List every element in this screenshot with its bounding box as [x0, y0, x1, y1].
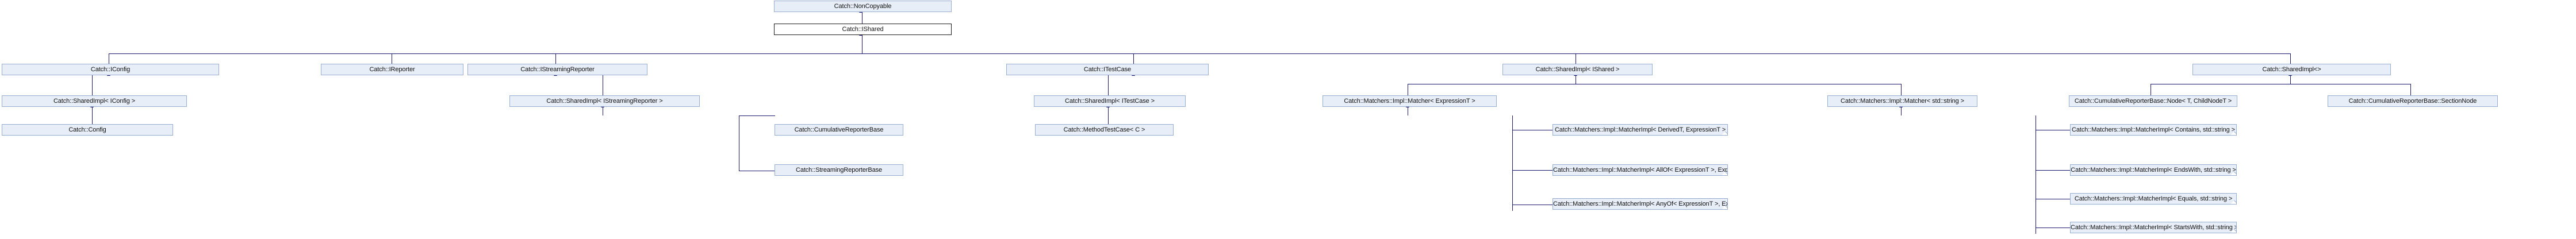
class-node[interactable]: Catch::CumulativeReporterBase [775, 124, 903, 136]
edge-vertical-24 [1512, 115, 1513, 211]
class-node[interactable]: Catch::SharedImpl<> [2192, 64, 2391, 75]
class-node[interactable]: Catch::IReporter [321, 64, 463, 75]
class-node[interactable]: Catch::CumulativeReporterBase::SectionNo… [2328, 95, 2498, 107]
class-node[interactable]: Catch::SharedImpl< ITestCase > [1034, 95, 1186, 107]
class-node[interactable]: Catch::Matchers::Impl::MatcherImpl< Deri… [1552, 124, 1728, 136]
edge-horizontal-9 [1512, 170, 1553, 171]
edge-vertical-22 [1901, 107, 1902, 115]
edge-vertical-7 [1575, 53, 1576, 64]
class-node[interactable]: Catch::IShared [774, 24, 952, 35]
edge-vertical-14 [1901, 84, 1902, 95]
edge-vertical-25 [2035, 115, 2036, 234]
edge-vertical-9 [92, 75, 93, 95]
edge-vertical-6 [1133, 53, 1134, 64]
edge-horizontal-12 [2035, 170, 2071, 171]
class-node[interactable]: Catch::IConfig [2, 64, 219, 75]
edge-vertical-20 [1108, 107, 1109, 124]
edge-horizontal-6 [739, 115, 775, 116]
edge-horizontal-1 [862, 53, 2291, 54]
class-node[interactable]: Catch::Matchers::Impl::MatcherImpl< Ends… [2070, 164, 2237, 176]
edge-vertical-12 [1575, 75, 1576, 84]
class-node[interactable]: Catch::CumulativeReporterBase::Node< T, … [2069, 95, 2237, 107]
edge-vertical-17 [2410, 84, 2411, 95]
edge-horizontal-0 [109, 53, 862, 54]
class-node[interactable]: Catch::Matchers::Impl::MatcherImpl< Star… [2070, 222, 2237, 233]
class-node[interactable]: Catch::NonCopyable [774, 1, 952, 12]
edge-vertical-5 [555, 53, 556, 64]
class-node[interactable]: Catch::StreamingReporterBase [775, 164, 903, 176]
class-node[interactable]: Catch::Matchers::Impl::MatcherImpl< AnyO… [1552, 198, 1728, 210]
class-node[interactable]: Catch::SharedImpl< IStreamingReporter > [509, 95, 700, 107]
edge-vertical-16 [2150, 84, 2151, 95]
class-node[interactable]: Catch::Config [2, 124, 173, 136]
class-node[interactable]: Catch::Matchers::Impl::MatcherImpl< Equa… [2070, 193, 2237, 205]
edge-vertical-8 [2290, 53, 2291, 64]
class-node[interactable]: Catch::Matchers::Impl::MatcherImpl< Cont… [2070, 124, 2237, 136]
class-node[interactable]: Catch::IStreamingReporter [467, 64, 647, 75]
edge-vertical-18 [92, 107, 93, 124]
class-node[interactable]: Catch::SharedImpl< IConfig > [2, 95, 187, 107]
class-node[interactable]: Catch::Matchers::Impl::Matcher< Expressi… [1322, 95, 1497, 107]
class-node[interactable]: Catch::Matchers::Impl::MatcherImpl< AllO… [1552, 164, 1728, 176]
class-node[interactable]: Catch::SharedImpl< IShared > [1502, 64, 1653, 75]
class-node[interactable]: Catch::MethodTestCase< C > [1035, 124, 1174, 136]
class-node[interactable]: Catch::Matchers::Impl::Matcher< std::str… [1827, 95, 1977, 107]
edge-vertical-11 [1108, 75, 1109, 95]
edge-vertical-15 [2290, 75, 2291, 84]
class-node[interactable]: Catch::ITestCase [1006, 64, 1209, 75]
